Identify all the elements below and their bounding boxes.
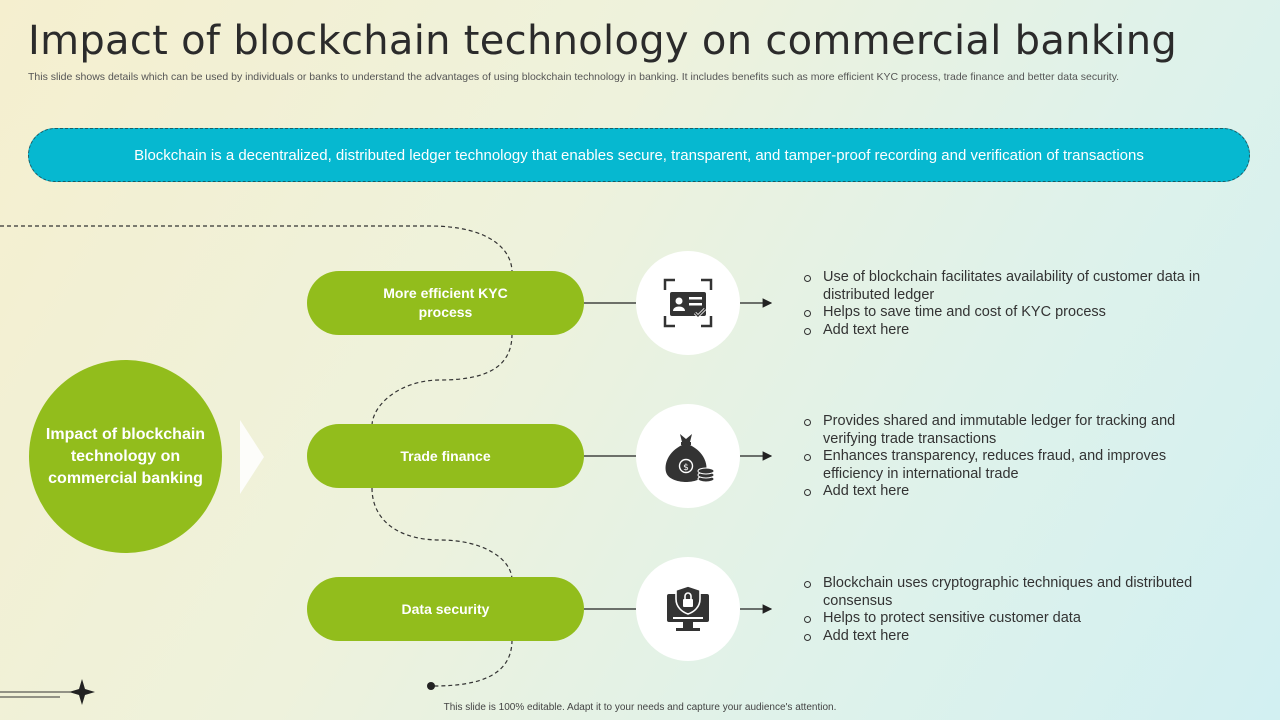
central-topic-circle: Impact of blockchain technology on comme… [29,360,222,553]
data-security-bullet-list: Blockchain uses cryptographic techniques… [803,575,1223,645]
topic-pill-kyc: More efficient KYC process [307,271,584,335]
kyc-bullet-list: Use of blockchain facilitates availabili… [803,269,1223,339]
dashed-flow-line [433,639,513,687]
trade-finance-bullet-list: Provides shared and immutable ledger for… [803,413,1223,501]
list-item: Helps to protect sensitive customer data [803,610,1223,628]
list-item: Add text here [803,628,1223,646]
banner-text: Blockchain is a decentralized, distribut… [134,146,1144,164]
topic-pill-data-security: Data security [307,577,584,641]
list-item: Add text here [803,483,1223,501]
dashed-flow-line [371,333,513,427]
svg-text:$: $ [683,463,689,473]
dashed-flow-line [371,487,513,581]
pill-label: More efficient KYC process [383,285,508,320]
list-item: Helps to save time and cost of KYC proce… [803,304,1223,322]
trade-finance-icon-circle: $ [636,404,740,508]
kyc-id-card-icon [663,278,713,328]
central-topic-label: Impact of blockchain technology on comme… [45,425,206,487]
pill-label: Data security [401,600,490,617]
list-item: Provides shared and immutable ledger for… [803,413,1223,448]
list-item: Enhances transparency, reduces fraud, an… [803,448,1223,483]
money-bag-icon: $ [665,434,715,483]
page-subtitle: This slide shows details which can be us… [28,71,1120,83]
page-title: Impact of blockchain technology on comme… [28,18,1178,64]
sparkle-decoration-icon [0,679,95,705]
chevron-arrow-icon [240,420,264,494]
list-item: Add text here [803,322,1223,340]
data-security-icon-circle [636,557,740,661]
dashed-flow-line [0,225,513,273]
definition-banner: Blockchain is a decentralized, distribut… [28,128,1250,182]
footer-note: This slide is 100% editable. Adapt it to… [443,702,837,713]
list-item: Use of blockchain facilitates availabili… [803,269,1223,304]
pill-label: Trade finance [400,447,491,464]
list-item: Blockchain uses cryptographic techniques… [803,575,1223,610]
kyc-icon-circle [636,251,740,355]
topic-pill-trade-finance: Trade finance [307,424,584,488]
secure-computer-icon [667,585,709,631]
flow-end-dot [427,682,435,690]
